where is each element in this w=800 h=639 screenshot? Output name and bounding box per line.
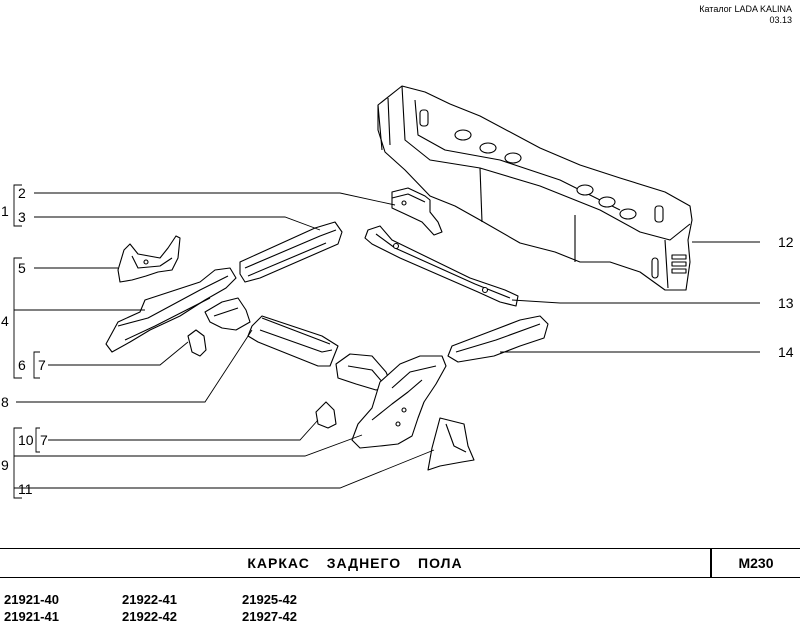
callout-6: 6 [18, 357, 26, 373]
model-code: 21922-42 [122, 609, 177, 624]
catalog-title: Каталог LADA KALINA [699, 4, 792, 14]
bracket-part-2 [391, 187, 443, 236]
side-member-part-4 [105, 267, 237, 353]
callout-9: 9 [1, 457, 9, 473]
model-code: 21927-42 [242, 609, 297, 624]
title-divider [710, 549, 712, 577]
model-code: 21921-40 [4, 592, 59, 607]
bracket-part-8 [204, 297, 251, 331]
side-member-part-3 [239, 221, 343, 283]
callout-8: 8 [1, 394, 9, 410]
bracket-part-5 [117, 235, 181, 283]
title-bar: КАРКАС ЗАДНЕГО ПОЛА M230 [0, 548, 800, 578]
parts-diagram: 1 2 3 4 5 6 7 8 9 10 7 11 12 13 14 [1, 85, 794, 499]
callout-7-lower: 7 [40, 432, 48, 448]
callout-7-upper: 7 [38, 357, 46, 373]
catalog-date: 03.13 [769, 15, 792, 25]
side-member-part-14 [447, 315, 549, 363]
page-title: КАРКАС ЗАДНЕГО ПОЛА [247, 555, 463, 571]
callout-10: 10 [18, 432, 34, 448]
side-member-part-9 [351, 355, 447, 449]
model-code: 21921-41 [4, 609, 59, 624]
callout-4: 4 [1, 313, 9, 329]
callout-14: 14 [778, 344, 794, 360]
bracket-part-7-lower [315, 401, 337, 429]
bracket-part-7-upper [187, 329, 207, 357]
section-code: M230 [738, 555, 774, 571]
model-code: 21925-42 [242, 592, 297, 607]
model-code: 21922-41 [122, 592, 177, 607]
floor-channel-part-8 [247, 315, 339, 367]
callout-12: 12 [778, 234, 794, 250]
callout-13: 13 [778, 295, 794, 311]
cross-member-part-13 [364, 225, 519, 307]
callout-1: 1 [1, 203, 9, 219]
callout-11: 11 [18, 481, 33, 497]
bracket-part-11 [427, 417, 475, 471]
callout-2: 2 [18, 185, 26, 201]
callout-3: 3 [18, 209, 26, 225]
callout-5: 5 [18, 260, 26, 276]
rear-floor-panel-part [377, 85, 693, 291]
